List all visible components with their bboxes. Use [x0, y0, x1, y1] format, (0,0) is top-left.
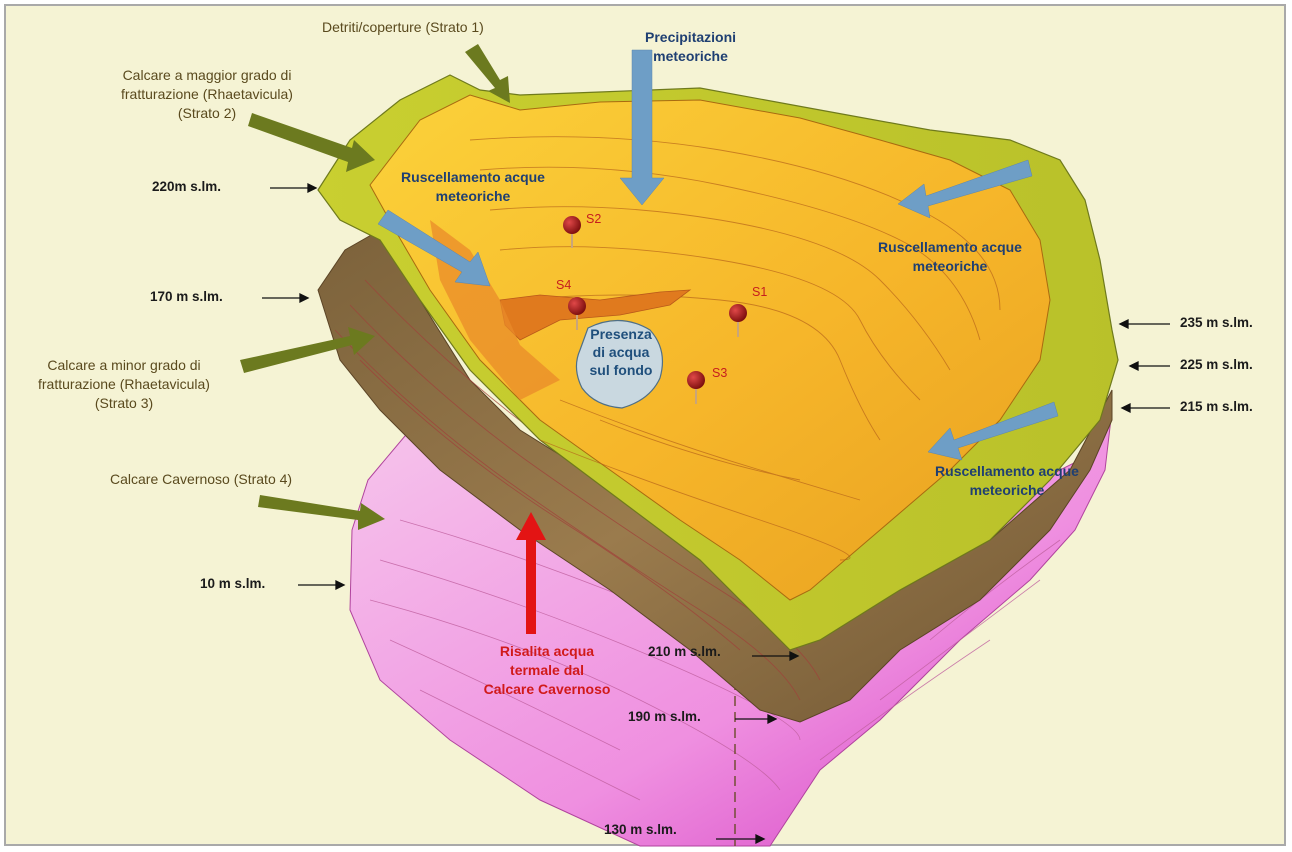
label-water-line1: Presenza — [580, 325, 662, 343]
label-strato3-line2: fratturazione (Rhaetavicula) — [8, 375, 240, 394]
well-label-s1: S1 — [752, 285, 767, 299]
elevation-210: 210 m s.lm. — [648, 644, 721, 659]
label-runoff-lower-line1: Ruscellamento acque — [912, 462, 1102, 481]
elevation-215: 215 m s.lm. — [1180, 399, 1253, 414]
label-strato4: Calcare Cavernoso (Strato 4) — [110, 470, 292, 489]
label-thermal-line1: Risalita acqua — [462, 642, 632, 661]
label-water-bottom: Presenza di acqua sul fondo — [580, 325, 662, 379]
label-strato2-line3: (Strato 2) — [92, 104, 322, 123]
label-strato1: Detriti/coperture (Strato 1) — [322, 18, 484, 37]
label-thermal-line2: termale dal — [462, 661, 632, 680]
label-precipitation: Precipitazioni meteoriche — [645, 28, 736, 66]
label-runoff-left: Ruscellamento acque meteoriche — [378, 168, 568, 206]
label-strato3-line3: (Strato 3) — [8, 394, 240, 413]
label-runoff-lower: Ruscellamento acque meteoriche — [912, 462, 1102, 500]
label-strato2: Calcare a maggior grado di fratturazione… — [92, 66, 322, 123]
well-label-s4: S4 — [556, 278, 571, 292]
label-strato2-line1: Calcare a maggior grado di — [92, 66, 322, 85]
elevation-130: 130 m s.lm. — [604, 822, 677, 837]
label-runoff-left-line2: meteoriche — [378, 187, 568, 206]
label-strato3: Calcare a minor grado di fratturazione (… — [8, 356, 240, 413]
label-water-line2: di acqua — [580, 343, 662, 361]
label-water-line3: sul fondo — [580, 361, 662, 379]
label-thermal-line3: Calcare Cavernoso — [462, 680, 632, 699]
elevation-10: 10 m s.lm. — [200, 576, 265, 591]
well-label-s3: S3 — [712, 366, 727, 380]
label-precipitation-line2: meteoriche — [645, 47, 736, 66]
label-runoff-right-line2: meteoriche — [855, 257, 1045, 276]
label-runoff-left-line1: Ruscellamento acque — [378, 168, 568, 187]
label-runoff-right-line1: Ruscellamento acque — [855, 238, 1045, 257]
well-label-s2: S2 — [586, 212, 601, 226]
elevation-225: 225 m s.lm. — [1180, 357, 1253, 372]
elevation-220: 220m s.lm. — [152, 179, 221, 194]
label-strato3-line1: Calcare a minor grado di — [8, 356, 240, 375]
label-precipitation-line1: Precipitazioni — [645, 28, 736, 47]
label-thermal-rise: Risalita acqua termale dal Calcare Caver… — [462, 642, 632, 699]
label-runoff-lower-line2: meteoriche — [912, 481, 1102, 500]
elevation-190: 190 m s.lm. — [628, 709, 701, 724]
elevation-170: 170 m s.lm. — [150, 289, 223, 304]
elevation-235: 235 m s.lm. — [1180, 315, 1253, 330]
label-strato2-line2: fratturazione (Rhaetavicula) — [92, 85, 322, 104]
label-runoff-right: Ruscellamento acque meteoriche — [855, 238, 1045, 276]
